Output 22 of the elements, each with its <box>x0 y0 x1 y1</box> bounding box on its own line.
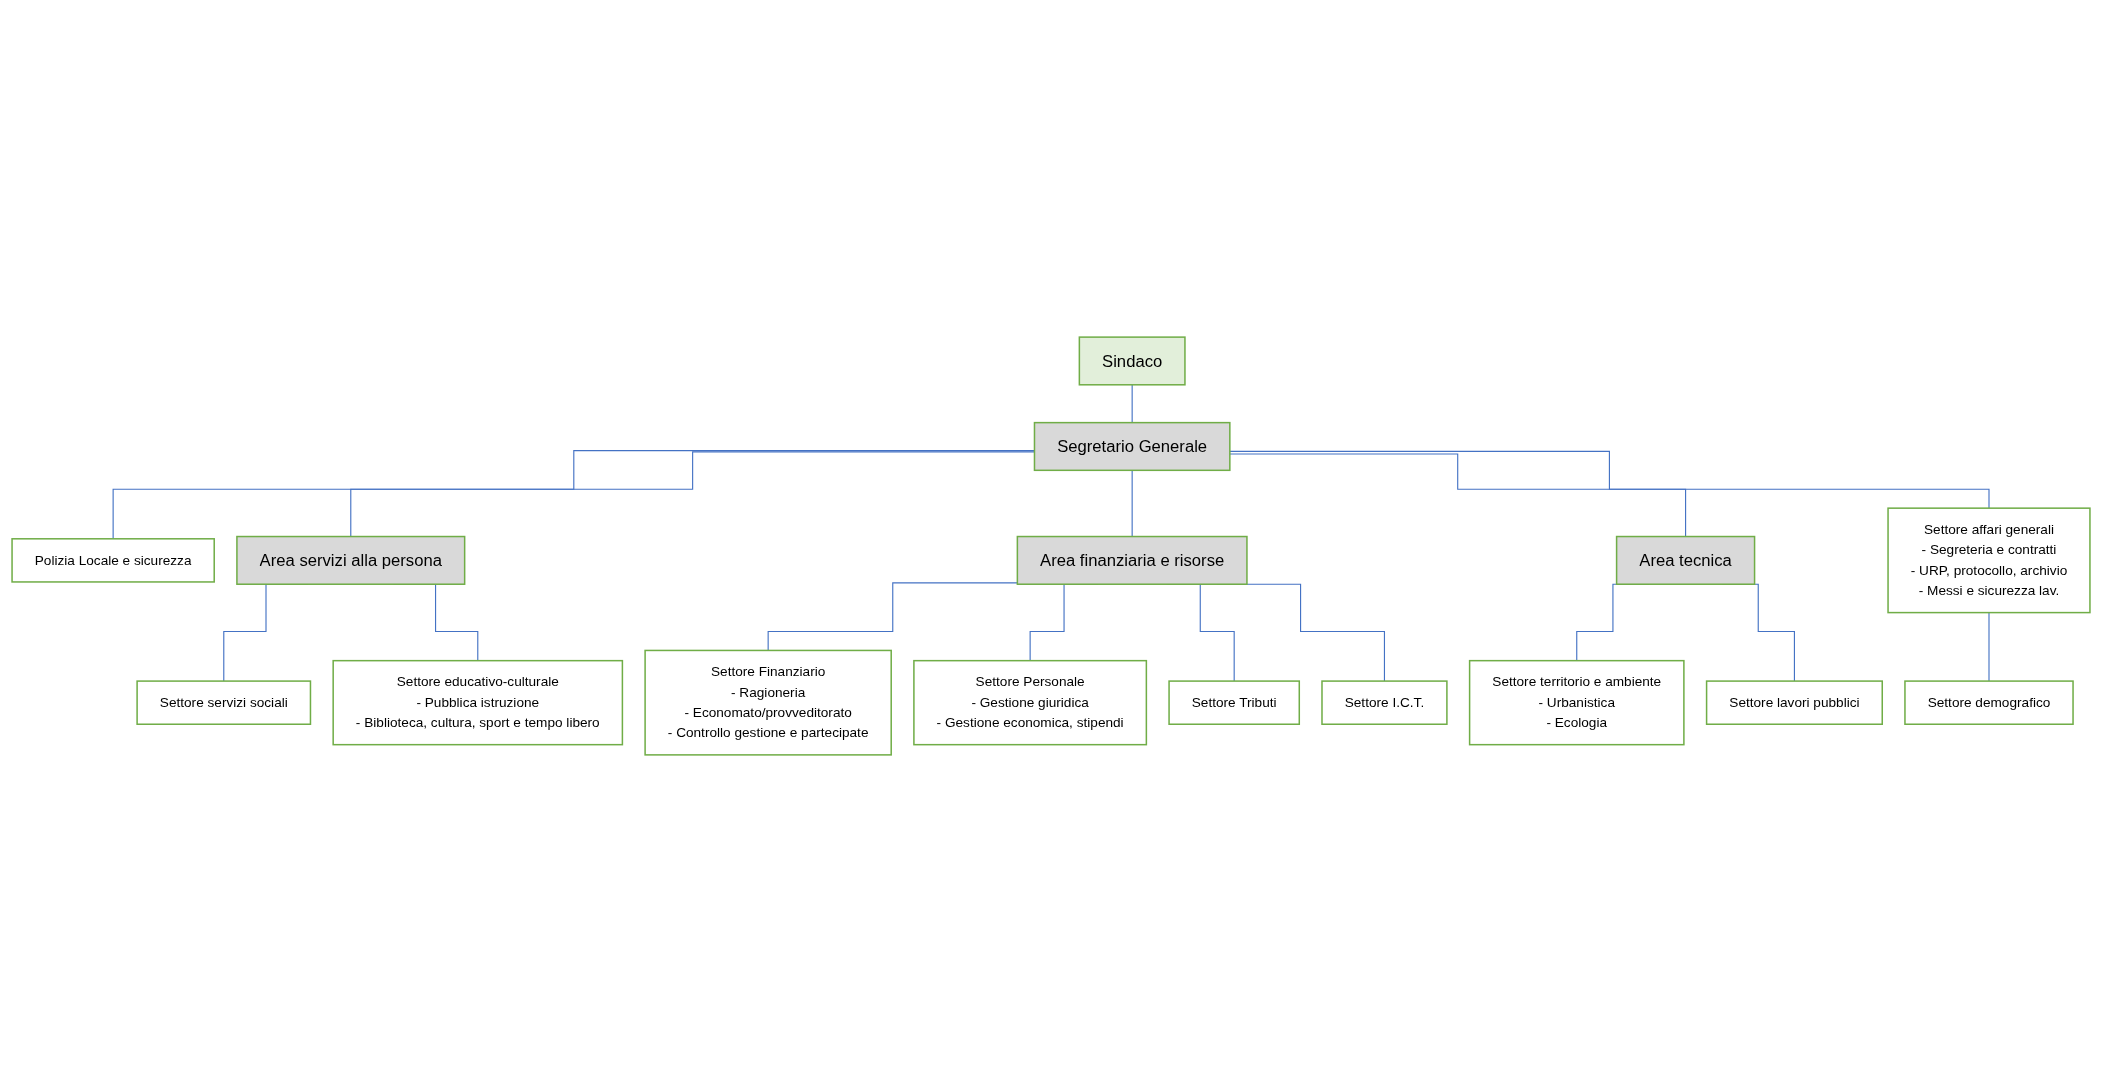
connector <box>1229 452 1687 537</box>
connector <box>1229 450 1990 509</box>
node-box: Area finanziaria e risorse <box>1016 535 1248 585</box>
node-box: Settore Tributi <box>1168 679 1301 725</box>
node-box: Sindaco <box>1078 335 1186 386</box>
node-box: Settore demografico <box>1904 679 2074 725</box>
node-box: Settore affari generali - Segreteria e contratti - URP, protocollo, archivio - Messi e sicurezza lav. <box>1887 506 2091 613</box>
connector <box>1131 469 1133 537</box>
node-box: Settore servizi sociali <box>136 679 312 725</box>
node-box: Area servizi alla persona <box>236 535 466 585</box>
node-box: Polizia Locale e sicurezza <box>11 537 215 583</box>
node-box: Settore I.C.T. <box>1321 679 1448 725</box>
node-box: Settore lavori pubblici <box>1705 679 1883 725</box>
node-box: Segretario Generale <box>1033 421 1231 471</box>
connector <box>1988 611 1990 682</box>
connector <box>1131 383 1133 423</box>
connector <box>767 581 1018 651</box>
node-box: Settore territorio e ambiente - Urbanistica - Ecologia <box>1468 659 1685 745</box>
node-box: Settore Personale - Gestione giuridica - Gestione economica, stipendi <box>913 659 1148 745</box>
node-box: Area tecnica <box>1615 535 1756 585</box>
node-box: Settore Finanziario - Ragioneria - Economato/provveditorato - Controllo gestione e partecipate <box>644 649 892 756</box>
node-box: Settore educativo-culturale - Pubblica istruzione - Biblioteca, cultura, sport e tempo libero <box>332 659 624 745</box>
